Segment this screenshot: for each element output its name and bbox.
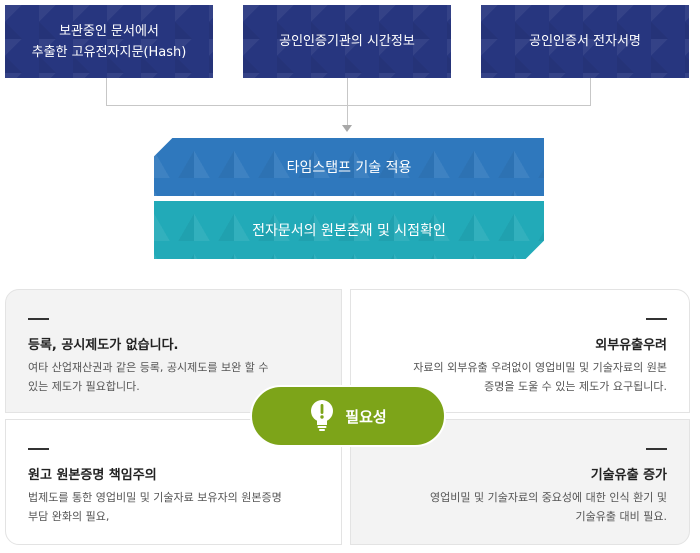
panel-dash <box>646 318 667 320</box>
timestamp-band-label: 타임스탬프 기술 적용 <box>286 160 412 176</box>
lightbulb-icon <box>311 400 334 431</box>
connector-line-center <box>347 78 348 126</box>
necessity-label: 필요성 <box>345 407 387 426</box>
hash-input-box: 보관중인 문서에서 추출한 고유전자지문(Hash) <box>5 5 213 78</box>
time-info-label: 공인인증기관의 시간정보 <box>279 34 415 49</box>
origin-verify-band-label: 전자문서의 원본존재 및 시점확인 <box>252 223 446 239</box>
panel-title: 기술유출 증가 <box>590 468 667 483</box>
panel-dash <box>28 318 49 320</box>
panel-title: 등록, 공시제도가 없습니다. <box>28 338 179 353</box>
panel-description: 법제도를 통한 영업비밀 및 기술자료 보유자의 원본증명 부담 완화의 필요, <box>28 491 282 523</box>
panel-dash <box>28 448 49 450</box>
panel-description: 자료의 외부유출 우려없이 영업비밀 및 기술자료의 원본 증명을 도울 수 있… <box>413 361 667 393</box>
panel-dash <box>646 448 667 450</box>
hash-input-label: 보관중인 문서에서 추출한 고유전자지문(Hash) <box>31 23 187 60</box>
connector-arrow-icon <box>342 125 352 132</box>
necessity-badge: 필요성 <box>250 385 446 447</box>
time-info-box: 공인인증기관의 시간정보 <box>243 5 451 78</box>
digital-signature-box: 공인인증서 전자서명 <box>481 5 689 78</box>
digital-signature-label: 공인인증서 전자서명 <box>529 34 641 49</box>
origin-verify-band: 전자문서의 원본존재 및 시점확인 <box>154 201 544 259</box>
timestamp-band: 타임스탬프 기술 적용 <box>154 138 544 196</box>
panel-description: 영업비밀 및 기술자료의 중요성에 대한 인식 환기 및 기술유출 대비 필요. <box>430 491 667 523</box>
panel-no-registration: 등록, 공시제도가 없습니다. 여타 산업재산권과 같은 등록, 공시제도를 보… <box>5 289 342 413</box>
connector-line-horizontal <box>106 105 591 106</box>
connector-line-right <box>590 78 591 106</box>
panel-description: 여타 산업재산권과 같은 등록, 공시제도를 보완 할 수 있는 제도가 필요합… <box>28 361 269 393</box>
panel-title: 원고 원본증명 책임주의 <box>28 468 157 483</box>
connector-line-left <box>106 78 107 106</box>
panel-title: 외부유출우려 <box>595 338 667 353</box>
